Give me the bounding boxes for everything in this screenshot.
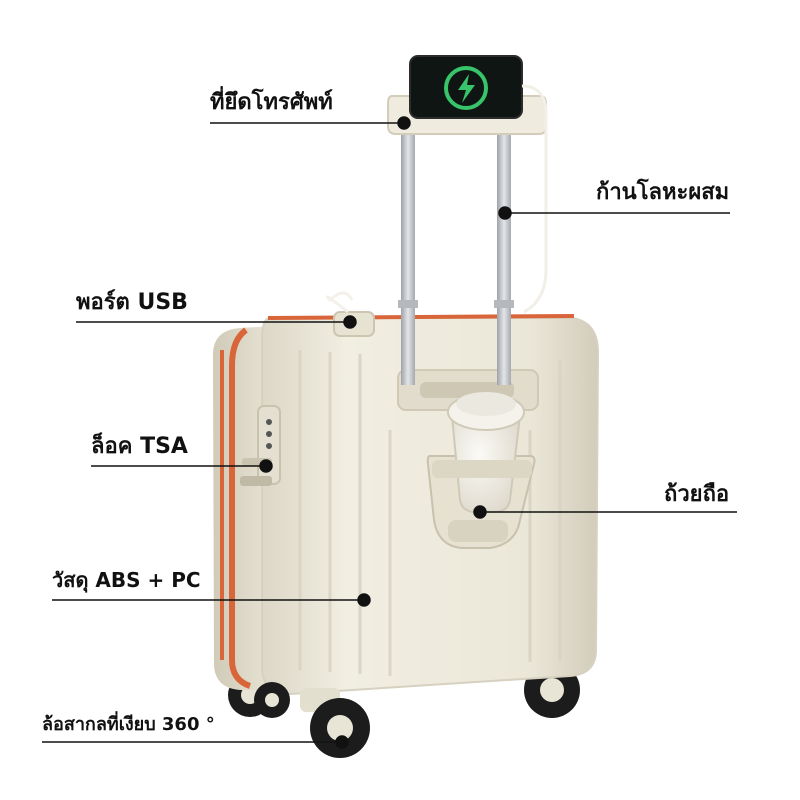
telescopic-rods	[398, 125, 514, 385]
zipper	[229, 327, 252, 689]
charging-cable	[521, 84, 548, 314]
label-usb-port: พอร์ต USB	[76, 290, 188, 315]
label-cup-holder: ถ้วยถือ	[664, 482, 730, 507]
label-wheels: ล้อสากลที่เงียบ 360 °	[42, 714, 215, 735]
usb-port	[325, 291, 375, 337]
phone	[409, 55, 523, 119]
label-phone-holder: ที่ยึดโทรศัพท์	[210, 90, 333, 115]
label-material: วัสดุ ABS + PC	[52, 568, 201, 592]
shell-ribs	[298, 350, 562, 676]
front-wheels	[254, 682, 370, 758]
lightning-bolt-icon	[458, 74, 475, 103]
label-metal-rod: ก้านโลหะผสม	[596, 180, 730, 205]
annotation-leaders	[42, 116, 737, 749]
label-tsa-lock: ล็อค TSA	[91, 434, 188, 459]
cup-holder	[426, 392, 536, 549]
